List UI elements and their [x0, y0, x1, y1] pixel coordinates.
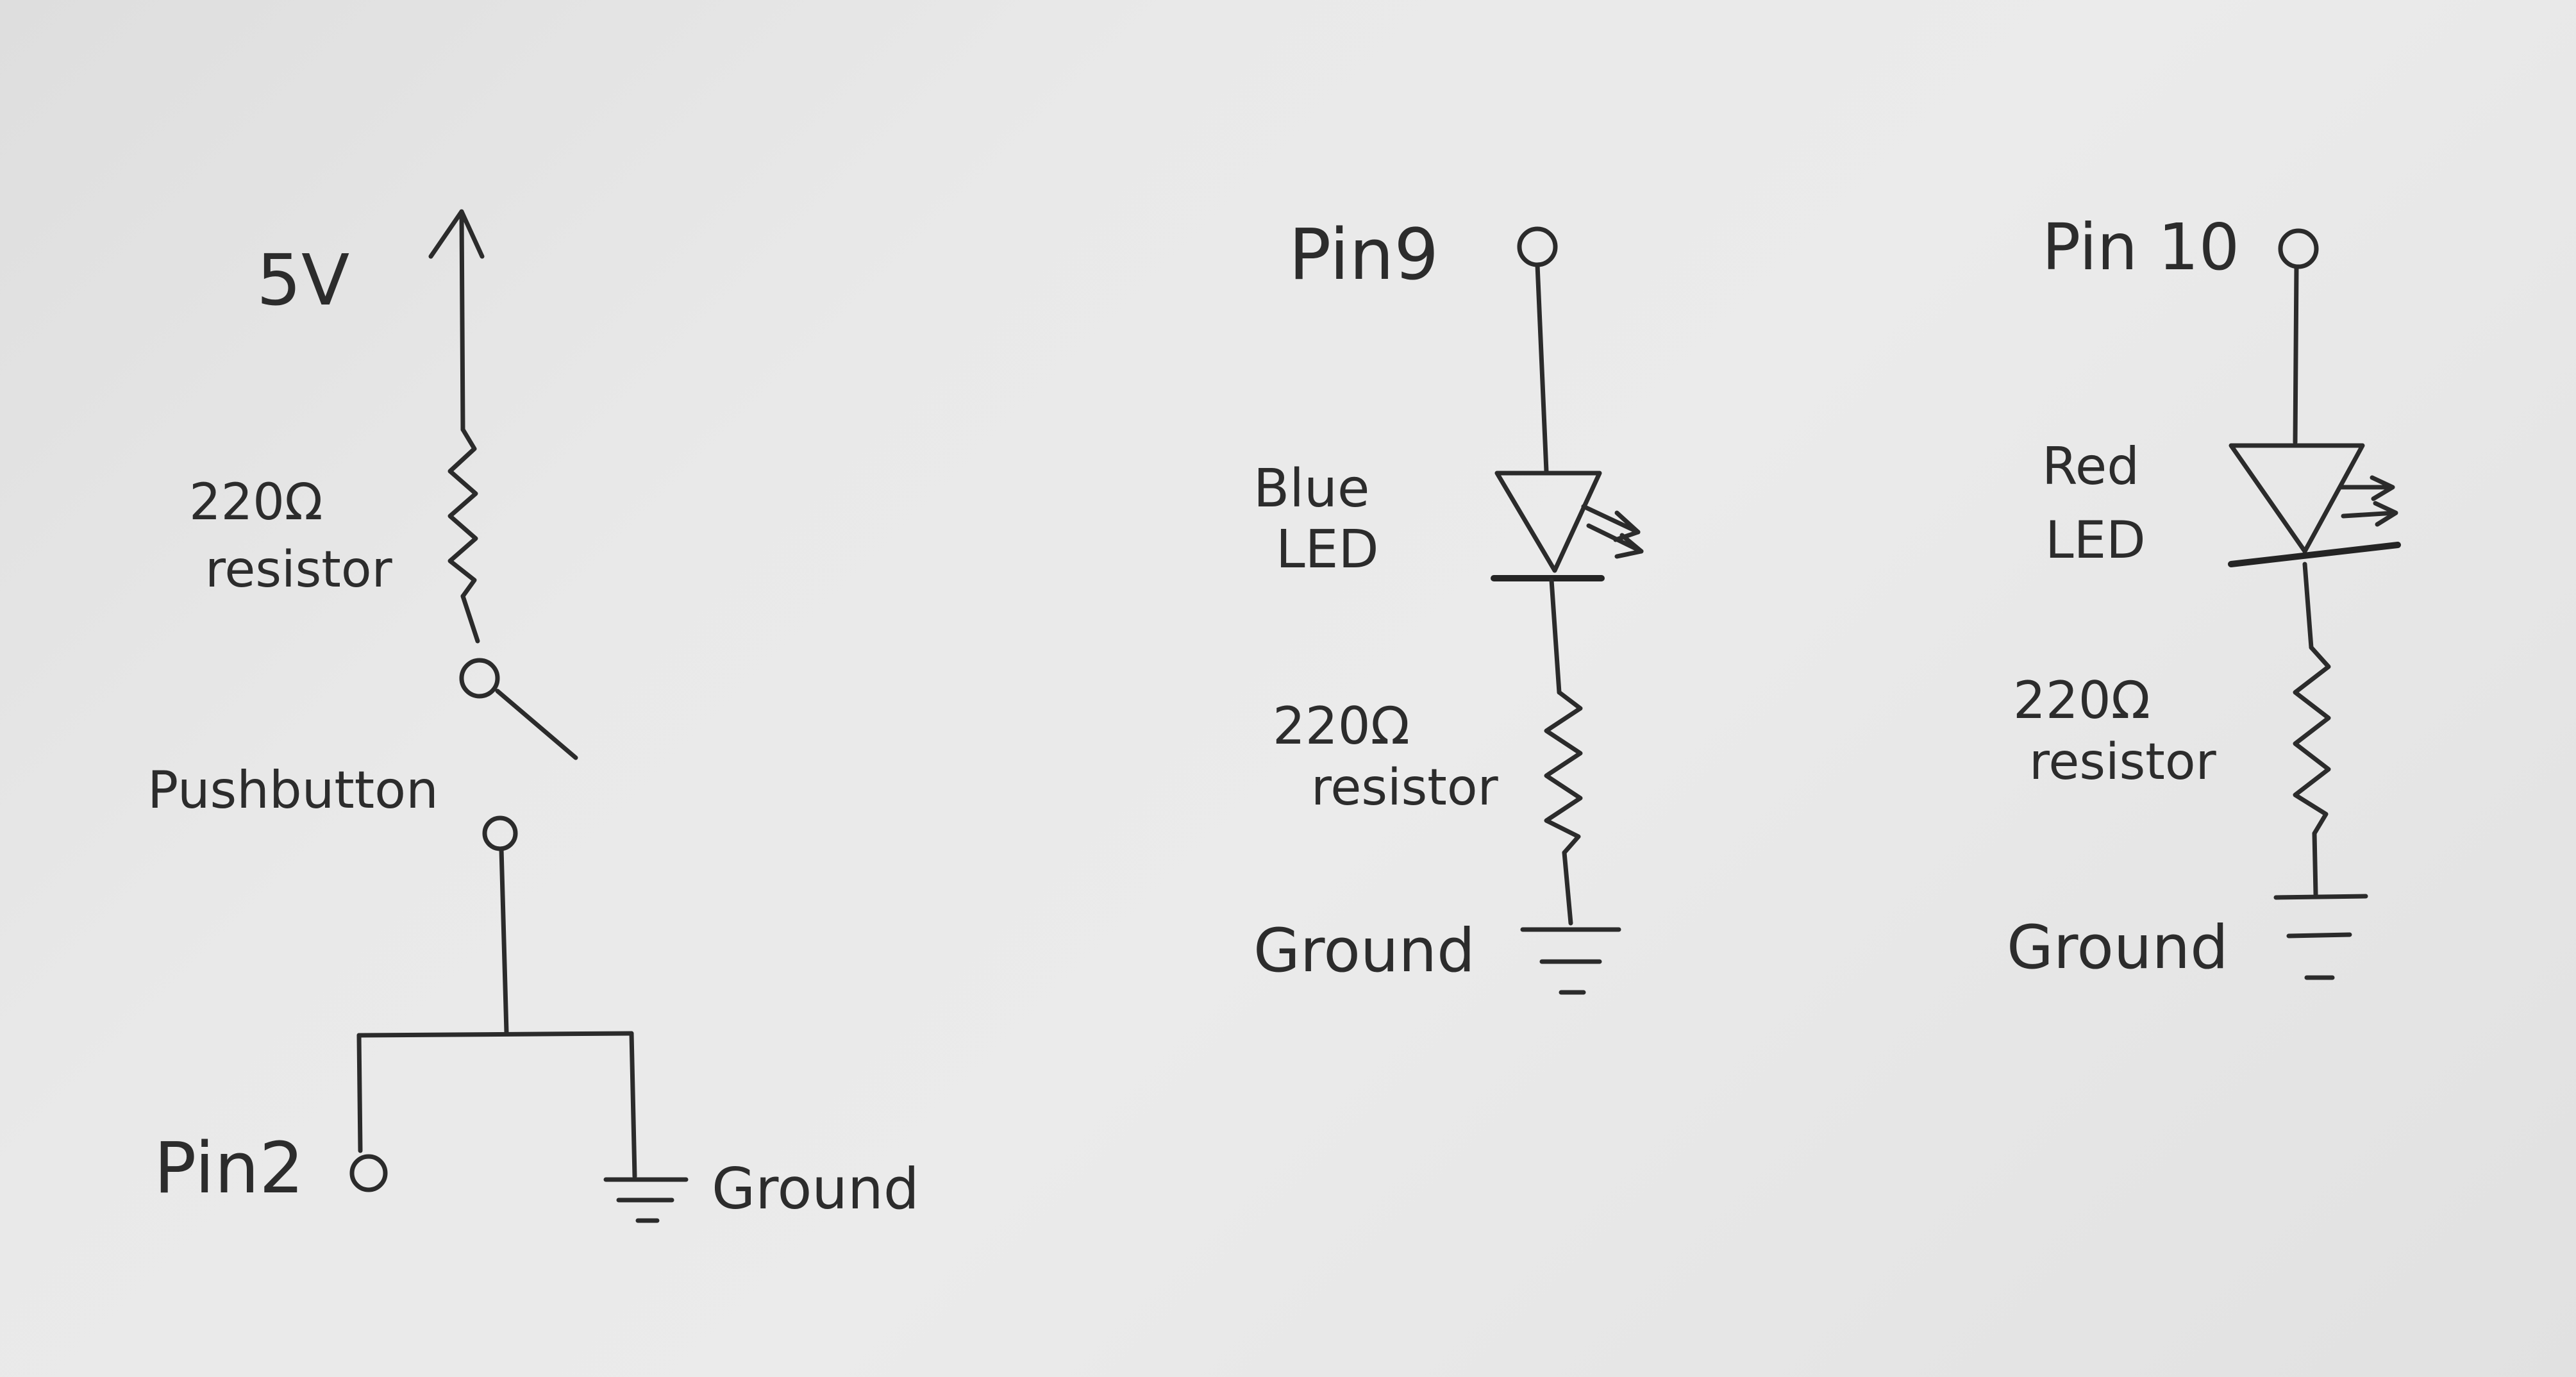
red-led-word: LED: [2045, 510, 2146, 570]
left-ground-label: Ground: [712, 1156, 919, 1222]
red-led-icon: [2228, 443, 2401, 567]
blue-led-icon: [1491, 471, 1644, 581]
blue-led-color: Blue: [1253, 458, 1369, 519]
right-resistor-word: resistor: [2029, 733, 2217, 791]
middle-resistor-value: 220Ω: [1273, 696, 1410, 756]
middle-circuit: Pin9 Blue LED 220Ω resistor Ground: [1253, 213, 1644, 995]
supply-arrow-icon: [428, 209, 485, 432]
pin10-terminal: [2278, 228, 2319, 269]
left-resistor-word: resistor: [205, 541, 393, 599]
right-resistor-value: 220Ω: [2013, 671, 2150, 730]
left-resistor-symbol: [447, 427, 478, 599]
pin2-label: Pin2: [154, 1127, 304, 1209]
middle-resistor-symbol: [1544, 690, 1583, 855]
blue-led-word: LED: [1276, 519, 1379, 580]
left-resistor-value: 220Ω: [189, 474, 322, 531]
pushbutton-lower-terminal: [482, 815, 518, 851]
left-circuit: 5V 220Ω resistor Pushbutton Pin2 Ground: [147, 209, 919, 1223]
right-circuit: Pin 10 Red LED 220Ω resistor Ground: [2007, 210, 2401, 983]
middle-ground-label: Ground: [1253, 916, 1475, 986]
middle-ground-icon: [1520, 927, 1621, 995]
right-resistor-symbol: [2293, 645, 2331, 836]
pin2-terminal: [349, 1154, 388, 1192]
pin9-terminal: [1517, 226, 1558, 267]
pushbutton-symbol: [459, 658, 578, 760]
right-ground-label: Ground: [2007, 913, 2229, 983]
right-ground-icon: [2273, 894, 2368, 980]
pushbutton-label: Pushbutton: [147, 760, 439, 820]
pin10-label: Pin 10: [2042, 210, 2239, 285]
supply-label: 5V: [256, 239, 349, 321]
red-led-color: Red: [2042, 437, 2139, 496]
pin9-label: Pin9: [1289, 213, 1439, 296]
left-ground-icon: [603, 1177, 689, 1223]
middle-resistor-word: resistor: [1311, 759, 1499, 817]
